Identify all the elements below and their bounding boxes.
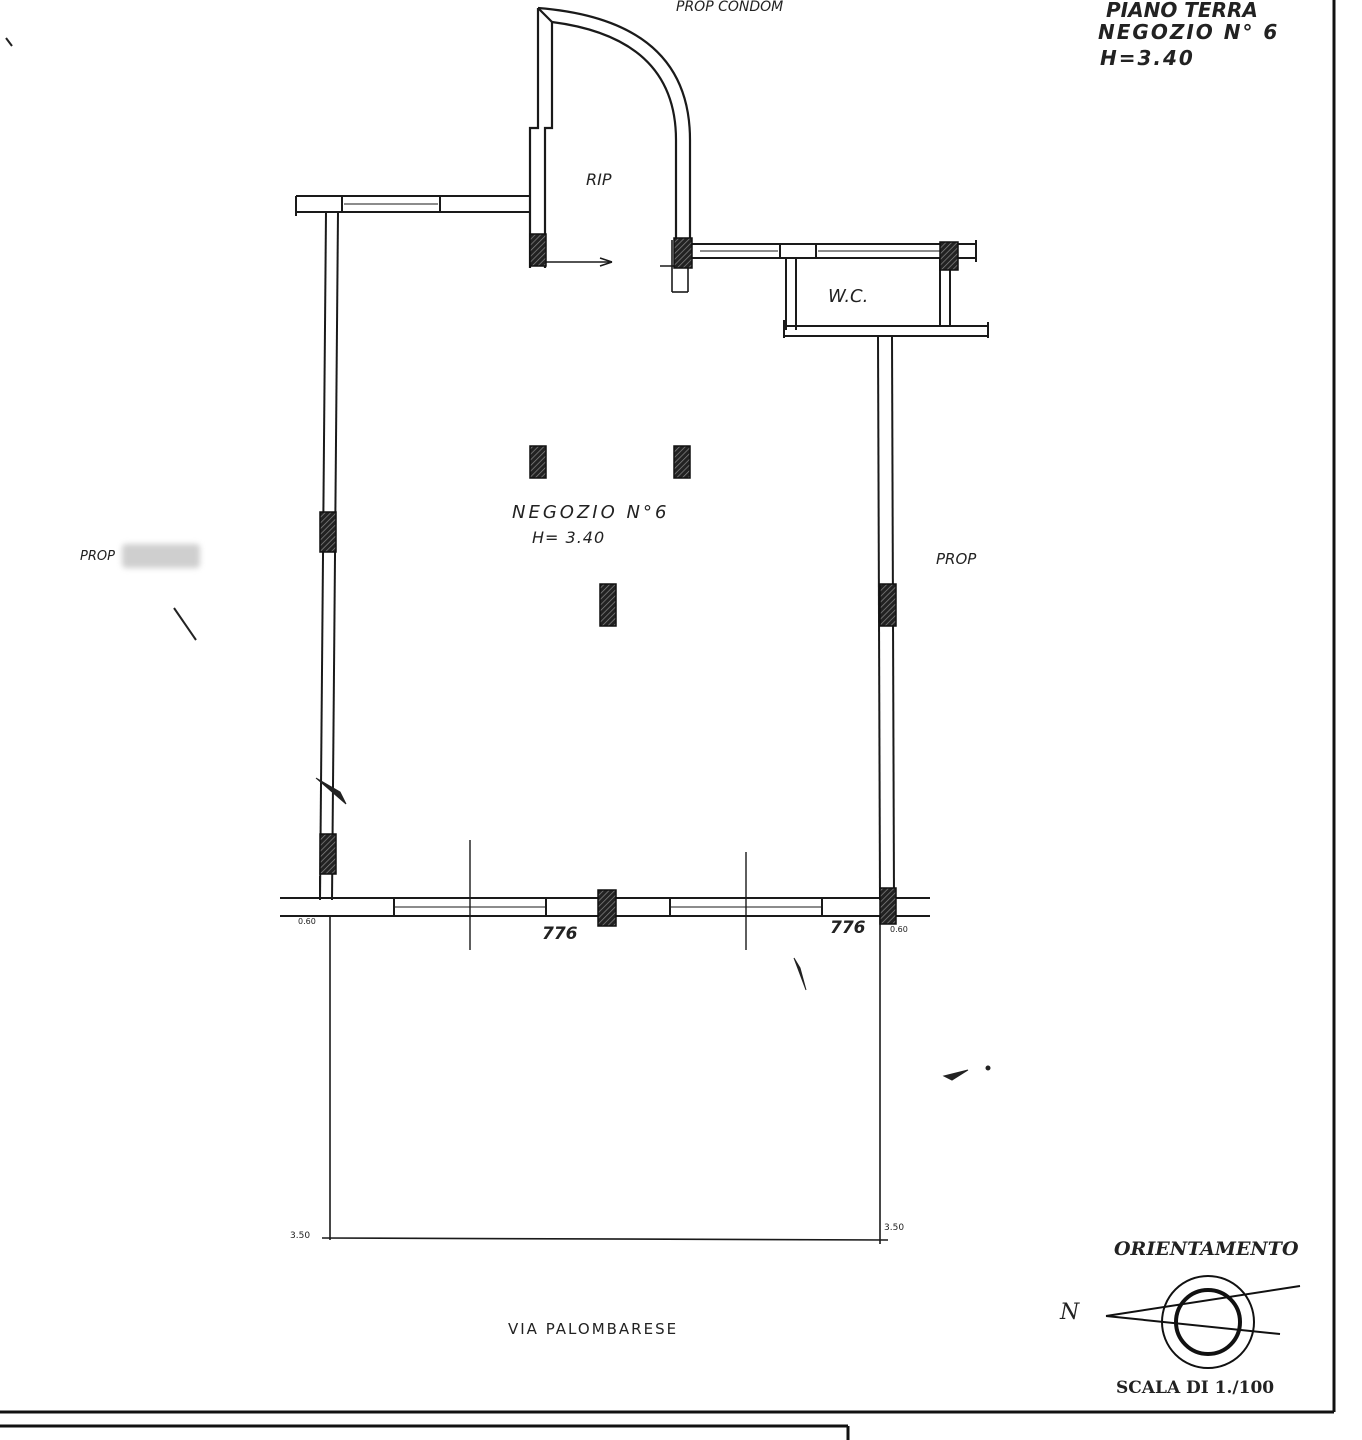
- pillar: [673, 237, 693, 269]
- outdoor-area: [321, 916, 889, 1244]
- title-line-1: PIANO TERRA: [1106, 0, 1258, 22]
- wall-left: [319, 211, 339, 901]
- pillar: [673, 445, 691, 479]
- wall-top-left: [295, 195, 530, 216]
- redacted-name: [122, 544, 200, 568]
- wall-rip-room: [528, 6, 692, 293]
- wall-top-right: [688, 240, 989, 338]
- pillar: [319, 511, 337, 553]
- label-negozio: NEGOZIO N°6: [512, 502, 670, 523]
- label-prop-condom: PROP CONDOM: [676, 0, 784, 15]
- dimension-right: 776: [830, 918, 866, 938]
- tick-bottom-left: 3.50: [290, 1231, 311, 1241]
- pillar: [879, 887, 897, 925]
- pillars: [319, 233, 959, 927]
- pillar: [529, 445, 547, 479]
- tick-right-small: 0.60: [890, 925, 908, 934]
- dimension-left: 776: [542, 924, 578, 944]
- scan-marks: [5, 37, 991, 1081]
- tick-bottom-right: 3.50: [884, 1223, 905, 1233]
- pillar: [319, 833, 337, 875]
- label-prop-left: PROP: [80, 549, 115, 564]
- label-prop-right: PROP: [936, 550, 977, 568]
- street-label: VIA PALOMBARESE: [508, 1320, 679, 1338]
- orientation-title: ORIENTAMENTO: [1114, 1238, 1299, 1260]
- label-wc: W.C.: [828, 286, 869, 307]
- pillar: [529, 233, 547, 267]
- north-label: N: [1060, 1300, 1080, 1325]
- scale-label: SCALA DI 1./100: [1116, 1378, 1275, 1398]
- pillar: [599, 583, 617, 627]
- pillar: [597, 889, 617, 927]
- label-rip: RIP: [586, 170, 612, 189]
- label-negozio-height: H= 3.40: [532, 528, 606, 547]
- pillar: [879, 583, 897, 627]
- pillar: [939, 241, 959, 271]
- tick-left-small: 0.60: [298, 917, 316, 926]
- compass-icon: [1105, 1275, 1301, 1369]
- title-line-3: H=3.40: [1100, 46, 1195, 70]
- title-line-2: NEGOZIO N° 6: [1098, 20, 1280, 44]
